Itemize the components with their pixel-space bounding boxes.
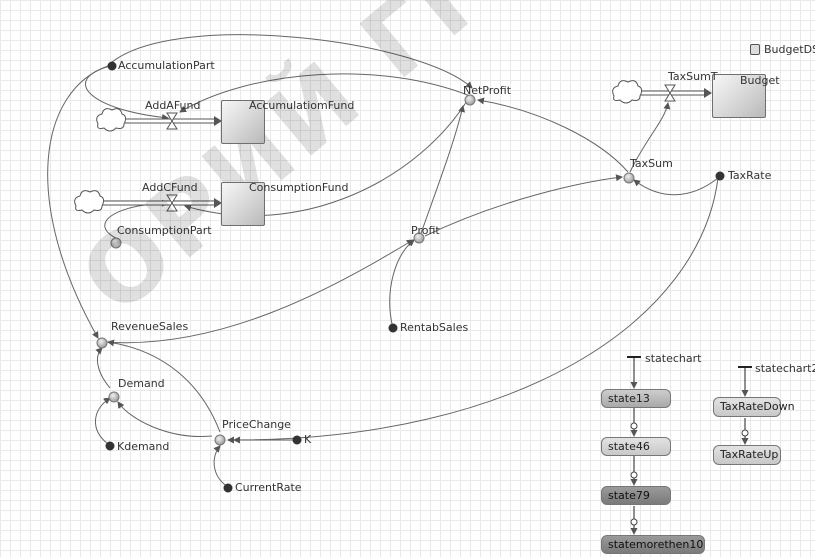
link-rentab-profit [389,239,415,325]
link-demand-revenue [95,347,111,389]
state-state13[interactable]: state13 [601,389,671,408]
link-taxsum-taxsumflow [629,102,671,173]
label-budget: Budget [740,74,780,87]
stock-budget[interactable] [712,74,766,118]
statechart1-name: statechart [645,352,702,365]
label-accumulation-fund: AccumulatiomFund [249,99,355,112]
label-tax-sum: TaxSum [630,157,673,170]
param-currentrate-node [223,483,233,493]
param-k-node [292,435,302,445]
link-taxrate-taxsum [633,177,719,196]
label-profit: Profit [411,224,440,237]
dataset-icon[interactable] [750,44,760,55]
state-state79[interactable]: state79 [601,486,671,505]
link-profit-taxsum [424,174,623,237]
link-kdemand-demand [95,397,111,445]
var-profit-node [413,232,425,244]
link-taxsum-netprofit [477,97,629,173]
cloud-taxsum [612,80,643,104]
param-kdemand-node [105,441,115,451]
param-accpart-node [107,61,117,71]
label-tax-sum-flow: TaxSumT [668,70,718,83]
label-revenue-sales: RevenueSales [111,320,189,333]
link-pricechange-revenue [107,339,221,433]
var-pricechange-node [214,434,226,446]
label-consumption-fund: ConsumptionFund [249,181,349,194]
state-taxratedown[interactable]: TaxRateDown [713,397,795,417]
stock-accumulation-fund[interactable] [221,100,265,144]
valve-addcfund [166,194,178,212]
label-consumption-part: ConsumptionPart [117,224,212,237]
link-currentrate-pricechange [213,445,229,488]
link-taxrate-pricechange [233,177,719,444]
label-demand: Demand [118,377,165,390]
state-state46[interactable]: state46 [601,437,671,456]
valve-taxsum [664,84,676,102]
label-add-c-fund: AddCFund [142,181,198,194]
link-accpart-budget-loop [111,34,473,89]
label-net-profit: NetProfit [463,84,512,97]
var-taxsum-node [623,172,635,184]
label-add-a-fund: AddAFund [145,99,201,112]
var-demand-node [108,391,120,403]
cloud-addcfund [74,190,105,214]
statechart1-graphics [627,356,641,535]
label-accumulation-part: AccumulationPart [118,59,215,72]
statechart2-graphics [738,366,752,445]
link-netprofit-addafund [179,73,471,113]
var-netprofit-node [464,94,476,106]
statechart2-name: statechart2 [755,362,815,375]
stock-consumption-fund[interactable] [221,182,265,226]
link-revenue-profit [103,239,414,344]
label-k: K [304,433,312,446]
link-pricechange-demand [117,401,213,438]
label-tax-rate: TaxRate [728,169,772,182]
link-accpart-revenue [47,65,109,339]
link-profit-netprofit [419,105,466,237]
param-taxrate-node [715,171,725,181]
label-rentab-sales: RentabSales [400,321,469,334]
param-rentab-node [388,323,398,333]
var-conspart-node [110,237,122,249]
var-revenuesales-node [96,337,108,349]
valve-addafund [166,112,178,130]
label-budget-ds: BudgetDS [764,43,815,56]
state-taxrateup[interactable]: TaxRateUp [713,445,781,465]
cloud-addafund [96,108,127,132]
label-k-demand: Kdemand [117,440,170,453]
state-statemorethen10[interactable]: statemorethen10 [601,535,705,554]
label-current-rate: CurrentRate [235,481,302,494]
label-price-change: PriceChange [222,418,291,431]
